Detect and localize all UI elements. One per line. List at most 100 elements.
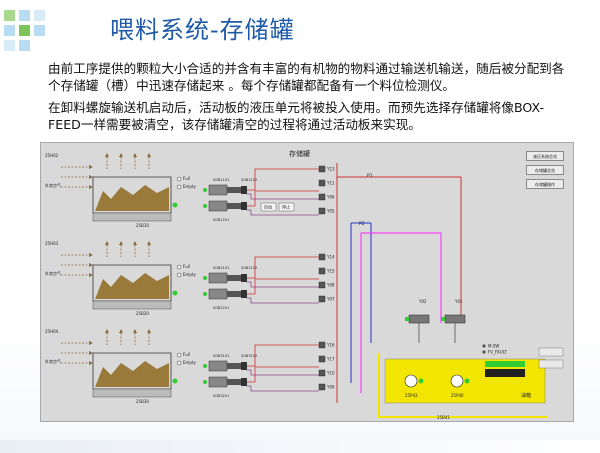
pump-icon[interactable] [450, 374, 464, 388]
directional-valve-icon[interactable] [444, 314, 466, 324]
valve-tag: Y16 [326, 343, 335, 348]
unit-tag: SGB1101 [213, 178, 229, 182]
cylinder-rod [227, 363, 241, 369]
status-msw-label: M-SW [488, 344, 499, 349]
level-indicator-icon [176, 360, 182, 366]
valve-icon[interactable] [318, 253, 326, 261]
pipe-tag: P2 [359, 221, 365, 227]
pump-tag: 25P43 [405, 393, 418, 398]
tank-base [92, 300, 172, 310]
valve-icon[interactable] [318, 207, 326, 215]
status-green-icon [418, 378, 424, 384]
side-nav-button[interactable]: 存储罐操作 [526, 179, 564, 189]
valve-icon[interactable] [318, 193, 326, 201]
tank-top-tag: 25H04 [45, 329, 59, 334]
status-fault-label: FV_FAULT [488, 350, 507, 355]
tank-material [95, 361, 169, 387]
valve-icon[interactable] [318, 295, 326, 303]
valve-tag: Y06 [326, 195, 335, 200]
valve-icon[interactable] [318, 165, 326, 173]
unit-tag: SGB3101 [213, 354, 229, 358]
reservoir-label: 油箱 [521, 392, 531, 399]
status-green-icon [172, 202, 178, 208]
pipe-return [247, 385, 319, 392]
cylinder-head [241, 378, 247, 386]
cylinder-unit [208, 272, 228, 284]
arrow-icon [89, 361, 93, 365]
tank-material [95, 185, 169, 211]
value-box [538, 359, 564, 369]
valve-icon[interactable] [318, 179, 326, 187]
level-full-label: Full [183, 352, 190, 357]
pipe-return [247, 297, 319, 304]
arrow-icon [133, 241, 137, 245]
arrow-icon [89, 351, 93, 355]
cylinder-head [241, 362, 247, 370]
cylinder-unit [208, 200, 228, 212]
unit-tag: SGB2102 [241, 266, 257, 270]
pipe-tag: P1 [367, 173, 373, 179]
cylinder-unit [208, 376, 228, 388]
arrow-icon [89, 185, 93, 189]
arrow-icon [89, 263, 93, 267]
valve-tag: Y11 [326, 181, 335, 186]
status-green-icon [203, 188, 207, 192]
valve-tag: Y13 [326, 167, 335, 172]
cylinder-head [241, 186, 247, 194]
pipe-red [247, 366, 319, 383]
valve-tag: Y08 [326, 283, 335, 288]
slide-decoration [4, 10, 45, 51]
valve-icon[interactable] [318, 355, 326, 363]
status-bar [485, 361, 525, 367]
arrow-icon [89, 341, 93, 345]
status-green-icon [203, 380, 207, 384]
directional-valve-icon[interactable] [408, 314, 430, 324]
paragraph-1: 由前工序提供的颗粒大小合适的并含有丰富的有机物的物料通过输送机输送，随后被分配到… [48, 61, 565, 93]
hydraulic-unit-tag: 25B41 [437, 415, 450, 420]
arrow-icon [105, 241, 109, 245]
status-green-icon [441, 317, 445, 321]
arrow-icon [119, 153, 123, 157]
status-green-icon [203, 292, 207, 296]
level-full-label: Full [183, 176, 190, 181]
side-nav-button[interactable]: 液压系统总览 [526, 151, 564, 161]
cylinder-tag: 25B20 [136, 311, 149, 316]
mode-button[interactable] [278, 202, 295, 212]
side-nav-button[interactable]: 存储罐总览 [526, 165, 564, 175]
valve-icon[interactable] [318, 341, 326, 349]
slide-title: 喂料系统-存储罐 [110, 16, 295, 44]
level-indicator-icon [176, 272, 182, 278]
valve-icon[interactable] [318, 281, 326, 289]
pump-icon[interactable] [404, 374, 418, 388]
valve-icon[interactable] [318, 383, 326, 391]
cylinder-rod [227, 275, 241, 281]
arrow-icon [119, 241, 123, 245]
pipe-hydraulic [378, 353, 547, 418]
tank-base [92, 388, 172, 398]
mode-button[interactable] [260, 202, 277, 212]
cylinder-unit [208, 288, 228, 300]
value-box [538, 347, 564, 357]
cylinder-tag: 25B30 [136, 399, 149, 404]
tank-side-label: 外卖空气 [45, 182, 61, 188]
pipe-red [247, 344, 319, 367]
valve-icon[interactable] [318, 369, 326, 377]
valve-icon[interactable] [318, 267, 326, 275]
mode-button-label: 自动 [264, 204, 272, 210]
unit-tag: SGB1201 [213, 218, 229, 222]
unit-tag: SGB3102 [241, 354, 257, 358]
cylinder-head [241, 274, 247, 282]
status-green-icon [405, 317, 409, 321]
arrow-icon [133, 153, 137, 157]
valve-tag: Y07 [326, 297, 335, 302]
level-indicator-icon [176, 176, 182, 182]
valve-tag: Y09 [326, 385, 335, 390]
status-green-icon [172, 290, 178, 296]
status-green-icon [203, 204, 207, 208]
arrow-icon [147, 153, 151, 157]
